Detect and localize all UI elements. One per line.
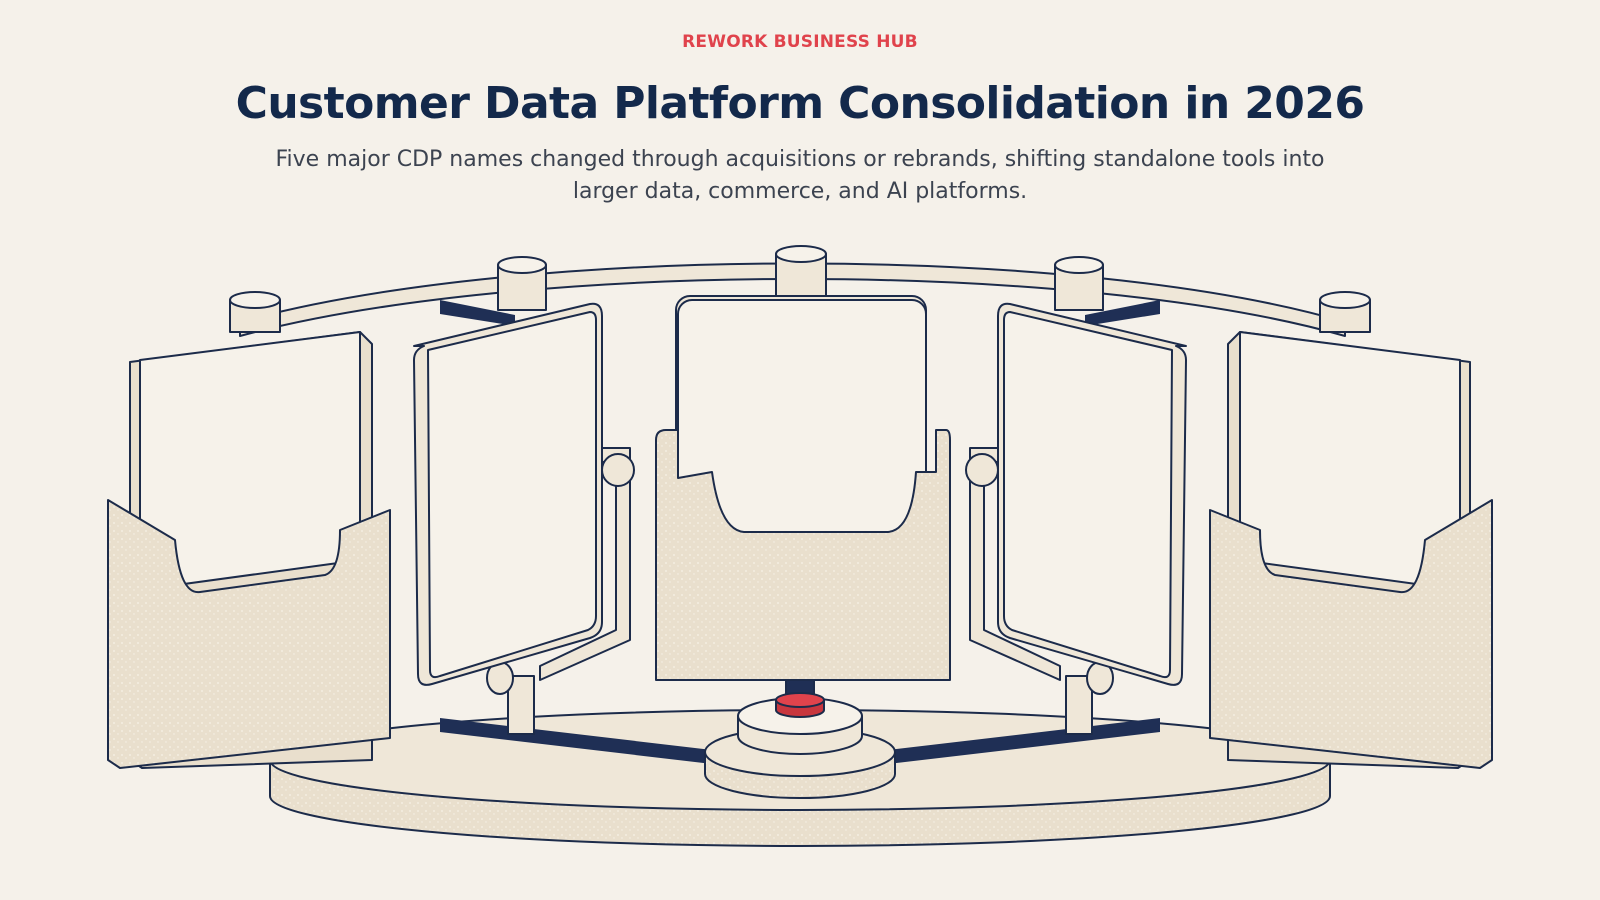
panel-far-left [107, 291, 391, 769]
central-hub [704, 697, 896, 799]
brand-label: REWORK BUSINESS HUB [682, 32, 918, 52]
page-subtitle: Five major CDP names changed through acq… [275, 147, 1325, 204]
panel-left [413, 256, 635, 735]
panel-center [655, 245, 951, 695]
red-button-icon [775, 692, 825, 718]
page-title: Customer Data Platform Consolidation in … [235, 78, 1365, 129]
panel-right [965, 256, 1187, 735]
panel-far-right [1209, 291, 1493, 769]
